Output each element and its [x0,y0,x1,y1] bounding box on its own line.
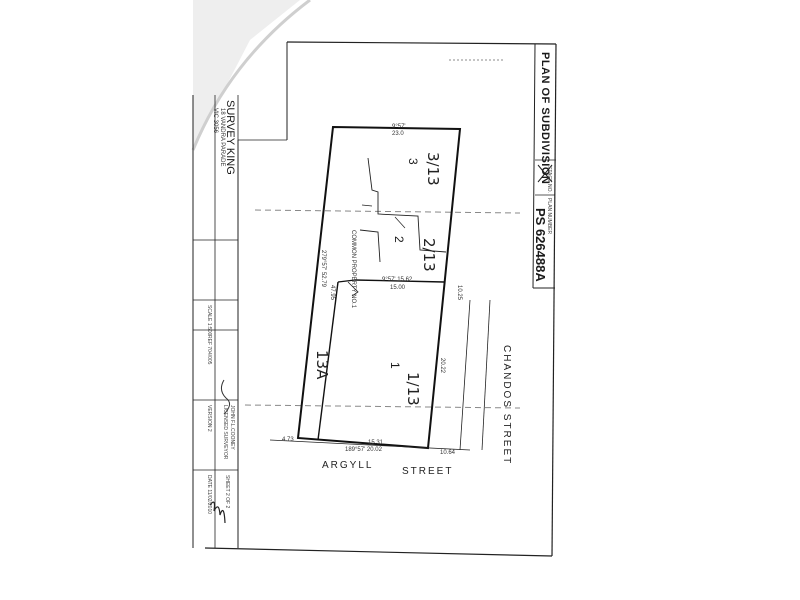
common-property-label: COMMON PROPERTY NO.1 [350,230,356,309]
easement-mark [347,281,359,297]
lot-1-number: 1 [388,362,402,369]
argyll-street-label-2: STREET [402,466,454,477]
version: VERSION 2 [206,405,212,432]
chandos-road-line-outer [481,299,491,451]
reference: REF 704/005 [206,335,212,365]
date: DATE 11/02/2010 [206,475,212,515]
west-total: 47.95 [329,285,335,301]
alignment-line-lower [244,404,521,409]
top-length: 23.0 [392,131,404,137]
sheet: SHEET 2 OF 2 [224,475,230,509]
argyll-road-line [269,439,471,451]
frame-right [551,43,557,557]
surveyor-address-2: VIC 3056 [212,108,218,134]
common-property-step [337,279,356,283]
lot-3-number: 3 [406,158,420,165]
common-property-edge [317,281,339,441]
frame-bottom [204,547,553,557]
surveyor-name: JOHN F.L.COONEY [229,405,235,450]
handwritten-13a: 13A [313,350,331,380]
chandos-road-line-inner [459,299,471,451]
mid-length: 15.00 [390,285,406,291]
mid-bearing: 9°57' 15.62 [382,277,413,283]
east-lower: 20.22 [439,358,445,374]
plan-number: PS 626488A [533,208,548,282]
stage-cross-b [537,164,553,183]
scale-label: SCALE 1:500 [206,305,212,336]
plan-title: PLAN OF SUBDIVISION [539,52,551,185]
lot3-internal-boundary [367,157,447,253]
handwritten-1-13: 1/13 [404,372,422,406]
lot-2-number: 2 [392,236,406,243]
argyll-street-label-1: ARGYLL [322,460,374,471]
surveyor-signature [220,379,230,415]
lot-divider-middle [354,279,445,283]
east-upper: 10.25 [456,285,462,301]
licensed-surveyor: LICENSED SURVEYOR [222,405,228,460]
west-bearing: 279°57' 52.79 [320,250,326,287]
alignment-line-upper [254,209,521,214]
handwritten-2-13: 2/13 [420,238,438,272]
handwritten-3-13: 3/13 [424,152,442,186]
frame-top [286,41,557,45]
surveyor-address-1: 18 VANDRA PARADE [219,108,225,167]
tick-a [361,204,373,207]
bottom-right: 10.64 [440,450,456,456]
top-bearing: 9°57' [392,124,406,130]
lot2-internal-boundary [359,229,381,263]
stage-label: STAGE NO. [546,166,552,193]
folded-corner-shadow [193,0,300,150]
tick-b [394,216,406,229]
bottom-mid: 15.31 [368,440,384,446]
chandos-street-label: CHANDOS STREET [501,345,512,466]
bottom-left: 4.73 [282,437,294,443]
title-strip-divider [532,43,536,289]
surveyor-firm: SURVEY KING [224,100,236,175]
approval-signature [209,501,226,524]
fold-edge [191,0,311,151]
bottom-bearing: 189°57' 20.02 [345,447,382,453]
